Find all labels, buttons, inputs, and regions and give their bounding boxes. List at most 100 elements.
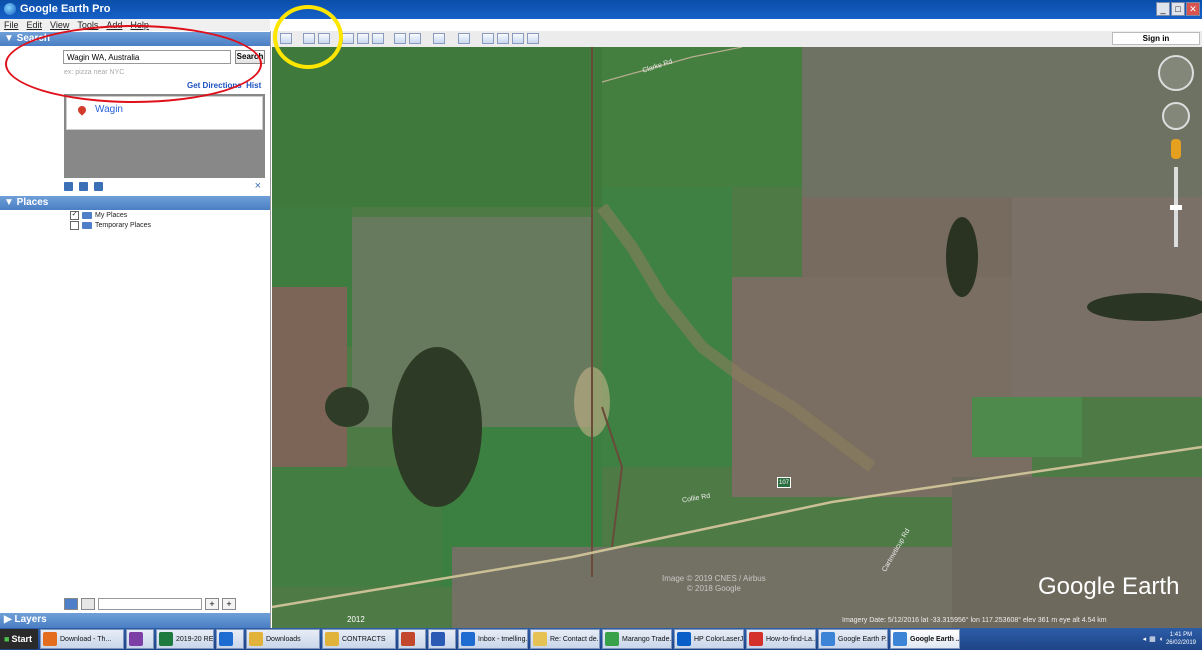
volume-icon[interactable]: ◖: [1158, 635, 1163, 643]
move-down-icon[interactable]: +: [222, 598, 236, 610]
ruler-icon[interactable]: [458, 33, 470, 44]
zoom-handle[interactable]: [1170, 205, 1182, 210]
folder-icon[interactable]: [64, 181, 73, 191]
app-icon: [129, 632, 143, 646]
taskbar-item-label: How-to-find-La...: [766, 635, 816, 643]
planets-icon[interactable]: [433, 33, 445, 44]
taskbar-tasks: Download - Th... 2019-20 RETU... Downloads…: [40, 629, 960, 649]
search-result-tools: ×: [64, 180, 265, 192]
map-status-bar: Imagery Date: 5/12/2016 lat -33.315956° …: [842, 617, 1107, 624]
taskbar-item[interactable]: [216, 629, 244, 649]
taskbar-item-label: Downloads: [266, 635, 301, 643]
move-joystick-icon[interactable]: [1162, 102, 1190, 130]
historical-year: 2012: [347, 615, 365, 624]
add-overlay-icon[interactable]: [357, 33, 369, 44]
app-icon: [533, 632, 547, 646]
satellite-imagery: [272, 47, 1202, 628]
network-icon[interactable]: ▦: [1149, 636, 1156, 643]
copy-icon[interactable]: [79, 181, 88, 191]
google-earth-icon: [4, 3, 16, 15]
taskbar-item-label: Download - Th...: [60, 635, 112, 643]
street-view-pegman-icon[interactable]: [1171, 139, 1181, 159]
clock[interactable]: 1:41 PM 26/02/2019: [1166, 631, 1196, 647]
sign-in-button[interactable]: Sign in: [1112, 32, 1200, 45]
window-titlebar: Google Earth Pro _ □ ✕: [0, 0, 1202, 19]
sunlight-icon[interactable]: [409, 33, 421, 44]
menu-add[interactable]: Add: [106, 20, 123, 30]
main-toolbar: Sign in: [272, 31, 1202, 48]
taskbar-item[interactable]: Google Earth P...: [818, 629, 888, 649]
move-up-icon[interactable]: +: [205, 598, 219, 610]
taskbar-item[interactable]: Download - Th...: [40, 629, 124, 649]
print-icon[interactable]: [94, 181, 103, 191]
app-icon: [749, 632, 763, 646]
historical-imagery-icon[interactable]: [394, 33, 406, 44]
map-view[interactable]: Clarke Rd Collie Rd Cartmeticup Rd 107 I…: [272, 47, 1202, 628]
search-button[interactable]: Search: [235, 50, 265, 64]
taskbar-item-label: Google Earth P...: [838, 635, 888, 643]
view-in-maps-icon[interactable]: [527, 33, 539, 44]
taskbar-item[interactable]: Marango Trade...: [602, 629, 672, 649]
search-result-label[interactable]: Wagin: [95, 104, 123, 115]
record-tour-icon[interactable]: [372, 33, 384, 44]
menu-file[interactable]: File: [4, 20, 19, 30]
tree-item-temporary-places[interactable]: Temporary Places: [70, 221, 151, 230]
add-path-icon[interactable]: [342, 33, 354, 44]
window-title: Google Earth Pro: [20, 3, 111, 15]
taskbar-item[interactable]: Google Earth ...: [890, 629, 960, 649]
look-joystick-icon[interactable]: [1158, 55, 1194, 91]
copyright-line: © 2018 Google: [686, 584, 741, 593]
save-image-icon[interactable]: [512, 33, 524, 44]
taskbar-item-label: HP ColorLaserJ...: [694, 635, 744, 643]
layers-panel-header[interactable]: ▶ Layers: [0, 613, 270, 628]
add-polygon-icon[interactable]: [318, 33, 330, 44]
panel-toggle-icon[interactable]: [81, 598, 95, 610]
menu-help[interactable]: Help: [130, 20, 149, 30]
checkbox-icon[interactable]: ✓: [70, 211, 79, 220]
maximize-icon[interactable]: □: [1171, 2, 1185, 16]
search-results: Wagin: [64, 94, 265, 178]
imagery-copyright: Image © 2019 CNES / Airbus © 2018 Google: [662, 574, 766, 594]
menu-view[interactable]: View: [50, 20, 70, 30]
get-directions-link[interactable]: Get Directions Hist: [187, 81, 261, 90]
tree-item-my-places[interactable]: ✓ My Places: [70, 211, 127, 220]
taskbar-item[interactable]: 2019-20 RETU...: [156, 629, 214, 649]
close-icon[interactable]: ✕: [1186, 2, 1200, 16]
places-filter-input[interactable]: [98, 598, 202, 610]
taskbar-item[interactable]: How-to-find-La...: [746, 629, 816, 649]
search-input[interactable]: [63, 50, 231, 64]
sidebar-bottom-tools: + +: [64, 597, 265, 611]
taskbar-item[interactable]: [398, 629, 426, 649]
checkbox-icon[interactable]: [70, 221, 79, 230]
search-places-icon[interactable]: [64, 598, 78, 610]
minimize-icon[interactable]: _: [1156, 2, 1170, 16]
taskbar-item-label: Inbox - tmelling...: [478, 635, 528, 643]
map-pin-icon: [76, 104, 88, 116]
taskbar-item[interactable]: CONTRACTS: [322, 629, 396, 649]
tree-item-label: Temporary Places: [95, 222, 152, 229]
copyright-line: Image © 2019 CNES / Airbus: [662, 574, 766, 583]
tray-icon[interactable]: ◂: [1142, 636, 1147, 643]
taskbar-item[interactable]: HP ColorLaserJ...: [674, 629, 744, 649]
taskbar-item[interactable]: [126, 629, 154, 649]
clear-results-icon[interactable]: ×: [254, 180, 261, 192]
start-button[interactable]: ■Start: [0, 629, 38, 649]
search-result-item[interactable]: Wagin: [66, 96, 263, 130]
folder-icon: [82, 212, 92, 219]
places-panel-header[interactable]: ▼ Places: [0, 196, 270, 210]
search-panel-header[interactable]: ▼ Search: [0, 32, 270, 46]
menu-tools[interactable]: Tools: [77, 20, 99, 30]
menu-edit[interactable]: Edit: [26, 20, 43, 30]
print-icon[interactable]: [497, 33, 509, 44]
search-hint: ex: pizza near NYC: [64, 69, 125, 76]
taskbar-item[interactable]: Inbox - tmelling...: [458, 629, 528, 649]
clock-time: 1:41 PM: [1169, 632, 1193, 638]
sidebar-toggle-icon[interactable]: [280, 33, 292, 44]
app-icon: [461, 632, 475, 646]
add-placemark-icon[interactable]: [303, 33, 315, 44]
email-icon[interactable]: [482, 33, 494, 44]
taskbar-item[interactable]: Re: Contact de...: [530, 629, 600, 649]
history-link[interactable]: Hist: [246, 81, 262, 90]
taskbar-item[interactable]: [428, 629, 456, 649]
taskbar-item[interactable]: Downloads: [246, 629, 320, 649]
